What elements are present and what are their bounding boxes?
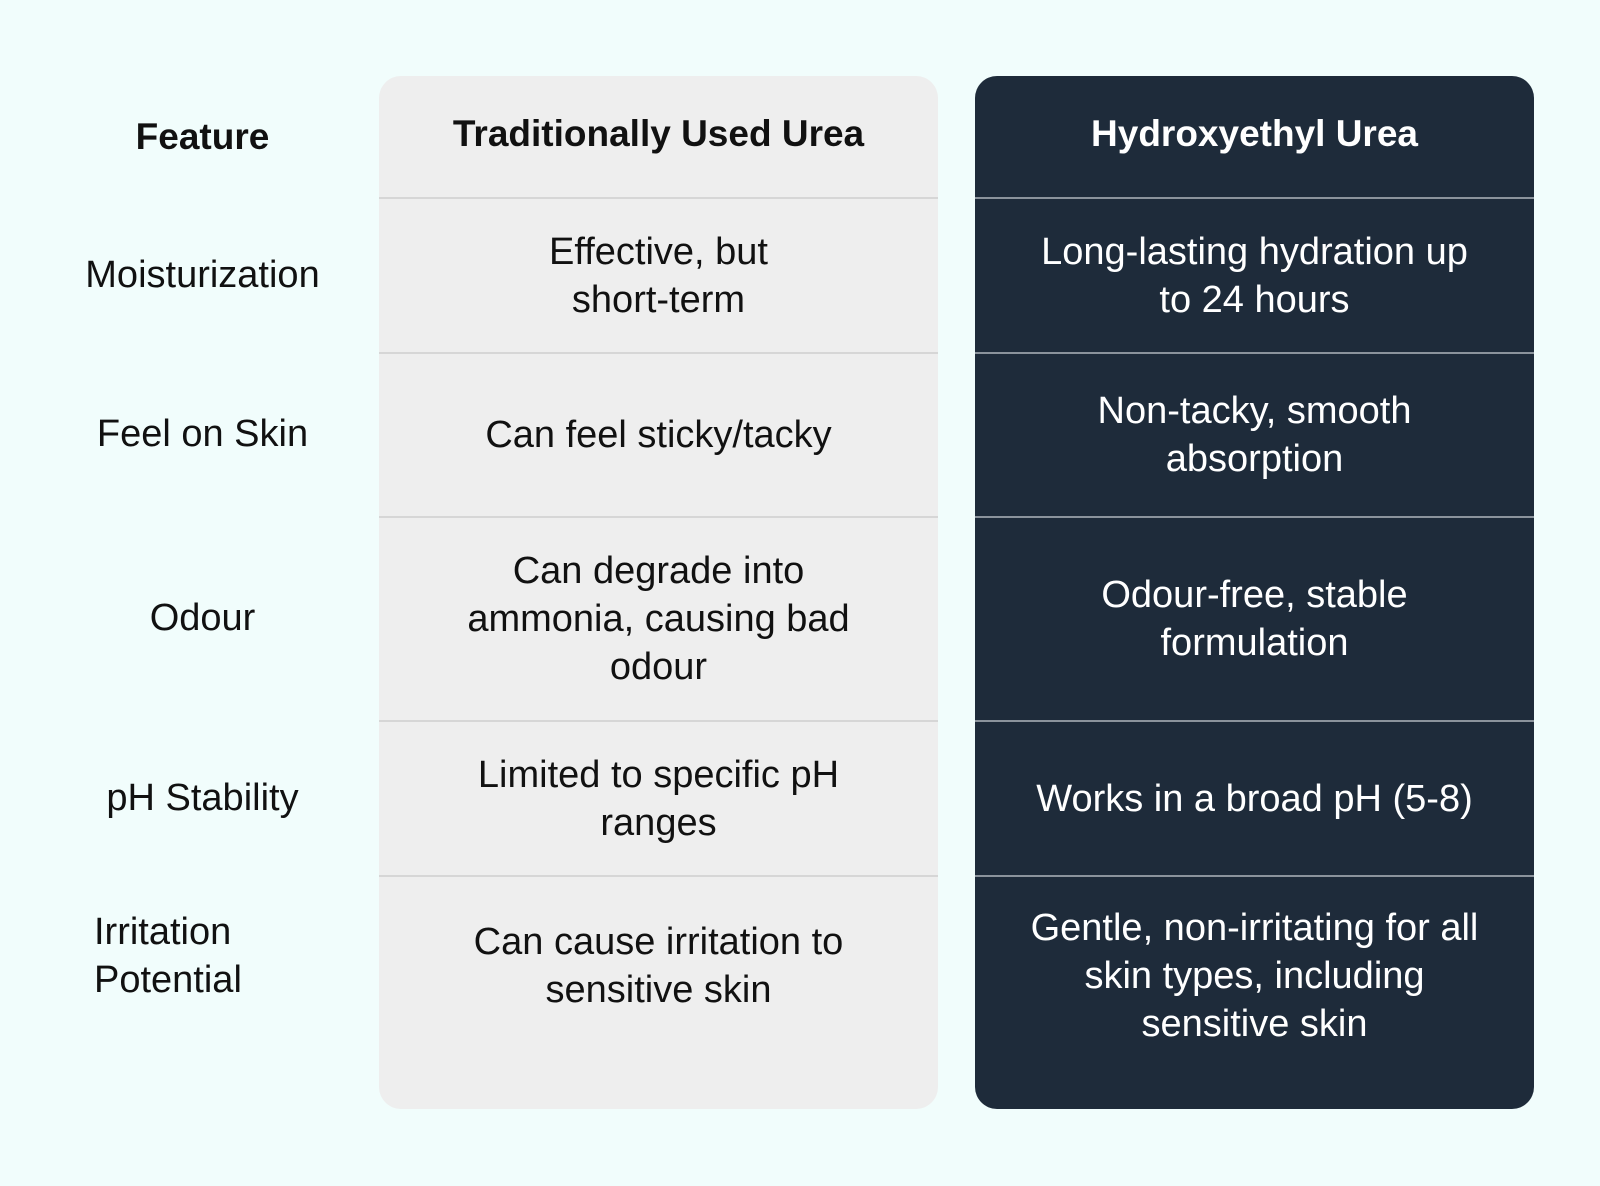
feature-label: Feel on Skin — [96, 413, 309, 455]
feature-header: Feature — [135, 115, 270, 157]
traditional-header: Traditionally Used Urea — [452, 112, 865, 154]
feature-label: Odour — [149, 597, 256, 639]
feature-label: Moisturization — [85, 253, 320, 296]
feature-column: Feature Moisturization Feel on Skin Odou… — [40, 76, 365, 1109]
traditional-cell: Limited to specific pH ranges — [379, 720, 938, 875]
hydroxyethyl-cell: Works in a broad pH (5-8) — [975, 720, 1534, 875]
hydroxyethyl-header: Hydroxyethyl Urea — [1091, 112, 1418, 154]
traditional-cell: Can cause irritation to sensitive skin — [379, 875, 938, 1075]
hydroxyethyl-cell: Non-tacky, smooth absorption — [975, 352, 1534, 516]
traditional-urea-column: Traditionally Used Urea Effective, but s… — [379, 76, 938, 1109]
hydroxyethyl-urea-column: Hydroxyethyl Urea Long-lasting hydration… — [975, 76, 1534, 1109]
hydroxyethyl-cell: Long-lasting hydration up to 24 hours — [975, 197, 1534, 352]
feature-label: pH Stability — [106, 776, 299, 819]
hydroxyethyl-cell: Gentle, non-irritating for all skin type… — [975, 875, 1534, 1075]
feature-label: Irritation Potential — [94, 911, 242, 1001]
traditional-cell: Can feel sticky/tacky — [379, 352, 938, 516]
hydroxyethyl-cell: Odour-free, stable formulation — [975, 516, 1534, 720]
traditional-cell: Can degrade into ammonia, causing bad od… — [379, 516, 938, 720]
traditional-cell: Effective, but short-term — [379, 197, 938, 352]
